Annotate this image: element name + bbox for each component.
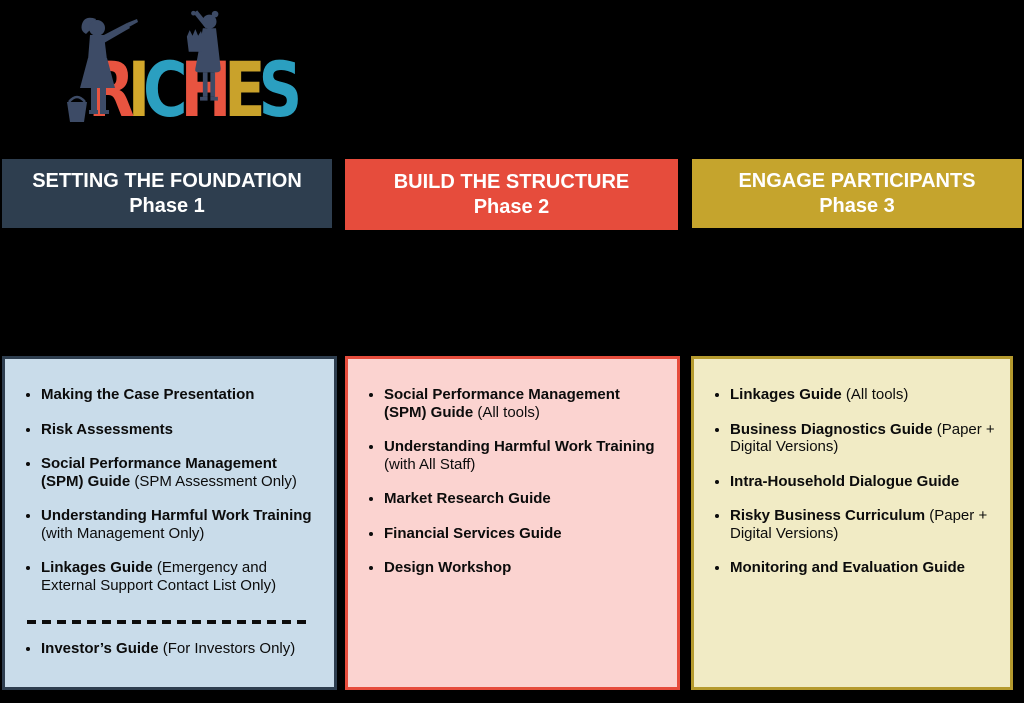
tool-item: Market Research Guide <box>384 490 659 508</box>
phase-title: ENGAGE PARTICIPANTS <box>738 169 976 192</box>
logo-letter-S: S <box>258 45 303 134</box>
tool-item-note: (Paper + Digital Versions) <box>730 507 988 542</box>
tool-item-name: Linkages Guide <box>41 559 153 576</box>
tool-item: Linkages Guide (Emergency and External S… <box>41 559 316 594</box>
woman-silhouette-icon <box>186 10 221 101</box>
girl-silhouette-icon <box>67 17 138 122</box>
tool-item-name: Making the Case Presentation <box>41 386 255 403</box>
phase-subtitle: Phase 3 <box>819 194 895 217</box>
tool-item-name: Understanding Harmful Work Training <box>384 438 655 455</box>
phase-subtitle: Phase 1 <box>129 194 205 217</box>
tool-item-name: Design Workshop <box>384 559 512 576</box>
phase-subtitle: Phase 2 <box>473 195 550 218</box>
tool-item: Understanding Harmful Work Training (wit… <box>384 438 659 473</box>
tool-box-phase-1: Making the Case PresentationRisk Assessm… <box>2 356 337 690</box>
tool-item: Social Performance Management (SPM) Guid… <box>384 386 659 421</box>
tool-item-name: Risk Assessments <box>41 420 174 438</box>
tool-item: Intra-Household Dialogue Guide <box>730 473 1000 491</box>
tool-item-name: Linkages Guide <box>730 386 842 403</box>
tool-item: Monitoring and Evaluation Guide <box>730 559 1000 577</box>
logo-letter-C: C <box>143 45 188 134</box>
phase-title: BUILD THE STRUCTURE <box>393 170 630 193</box>
tool-item-note: (All tools) <box>477 403 540 421</box>
dashed-divider <box>27 620 310 624</box>
tool-item-note: (with All Staff) <box>384 455 476 473</box>
tool-item-name: Business Diagnostics Guide <box>730 420 933 438</box>
tool-item-note: (For Investors Only) <box>162 640 296 657</box>
tool-item-name: Investor’s Guide <box>41 640 159 657</box>
tool-item-name: Monitoring and Evaluation Guide <box>730 559 965 576</box>
tool-item-note: (with Management Only) <box>41 524 205 542</box>
tool-item-name: Understanding Harmful Work Training <box>41 507 312 524</box>
tool-item-name: Financial Services Guide <box>384 524 562 542</box>
tool-item: Investor’s Guide (For Investors Only) <box>41 640 316 658</box>
tool-item-note: (All tools) <box>845 386 909 403</box>
tool-list: Making the Case PresentationRisk Assessm… <box>5 359 334 658</box>
tool-item-name: Social Performance Management (SPM) Guid… <box>384 386 620 421</box>
tool-item: Design Workshop <box>384 559 659 577</box>
tool-list: Social Performance Management (SPM) Guid… <box>348 359 677 577</box>
tool-item-name: Market Research Guide <box>384 490 551 507</box>
tool-item: Understanding Harmful Work Training (wit… <box>41 507 316 542</box>
tool-item: Linkages Guide (All tools) <box>730 386 1000 404</box>
tool-item: Social Performance Management (SPM) Guid… <box>41 455 316 490</box>
tool-box-phase-3: Linkages Guide (All tools) Business Diagn… <box>691 356 1013 690</box>
riches-logo-letters: RICHES <box>88 45 303 134</box>
tool-item-name: Social Performance Management (SPM) Guid… <box>41 455 277 490</box>
riches-logo: RICHES <box>58 6 320 146</box>
tool-item-name: Risky Business Curriculum <box>730 507 926 524</box>
tool-item: Risk Assessments <box>41 421 316 439</box>
tool-item-note: (Emergency and External Support Contact … <box>41 559 277 594</box>
tool-list: Linkages Guide (All tools) Business Diagn… <box>694 359 1010 577</box>
phase-title: SETTING THE FOUNDATION <box>32 169 302 192</box>
tool-item-note: (Paper + Digital Versions) <box>730 420 995 456</box>
tool-item: Risky Business Curriculum (Paper + Digit… <box>730 507 1000 542</box>
tool-item: Making the Case Presentation <box>41 386 316 404</box>
tool-item-note: (SPM Assessment Only) <box>134 472 297 490</box>
tool-item: Financial Services Guide <box>384 525 659 543</box>
tool-box-phase-2: Social Performance Management (SPM) Guid… <box>345 356 680 690</box>
tool-item-name: Intra-Household Dialogue Guide <box>730 472 960 490</box>
tool-item: Business Diagnostics Guide (Paper + Digi… <box>730 421 1000 456</box>
